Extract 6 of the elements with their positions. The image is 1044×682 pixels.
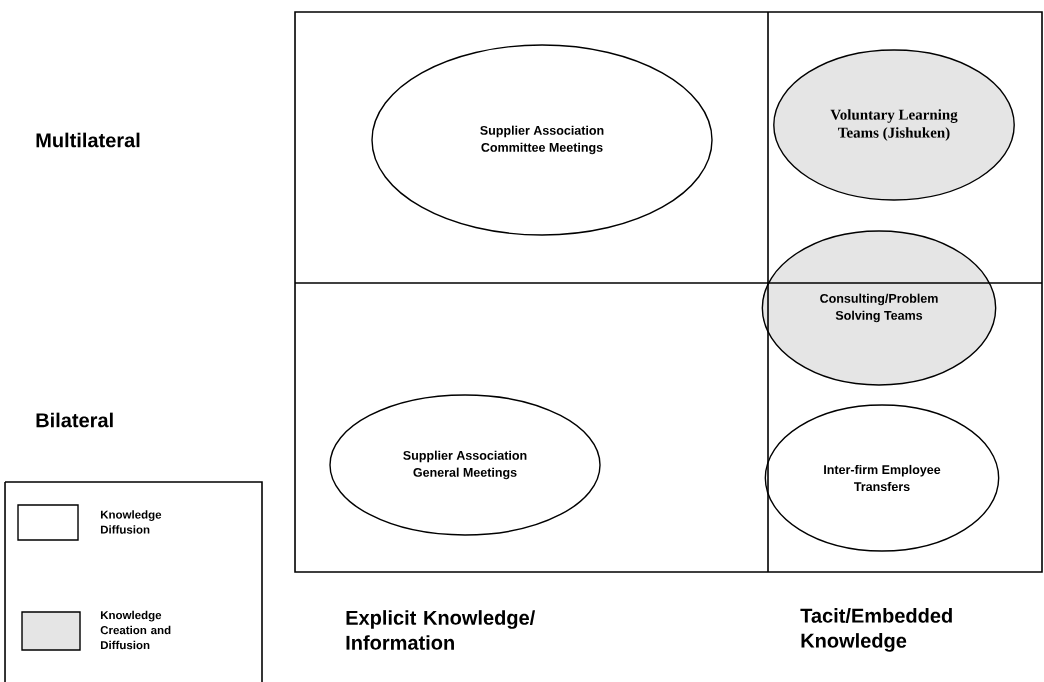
axis-label: Bilateral [36,412,113,428]
axis-label: Explicit Knowledge/ Information [346,610,536,650]
legend-text: Knowledge Diffusion [101,510,162,534]
legend-text: Knowledge Creation and Diffusion [100,610,171,650]
axis-label: Multilateral [36,132,140,148]
axis-label: Tacit/Embedded Knowledge [800,608,952,652]
